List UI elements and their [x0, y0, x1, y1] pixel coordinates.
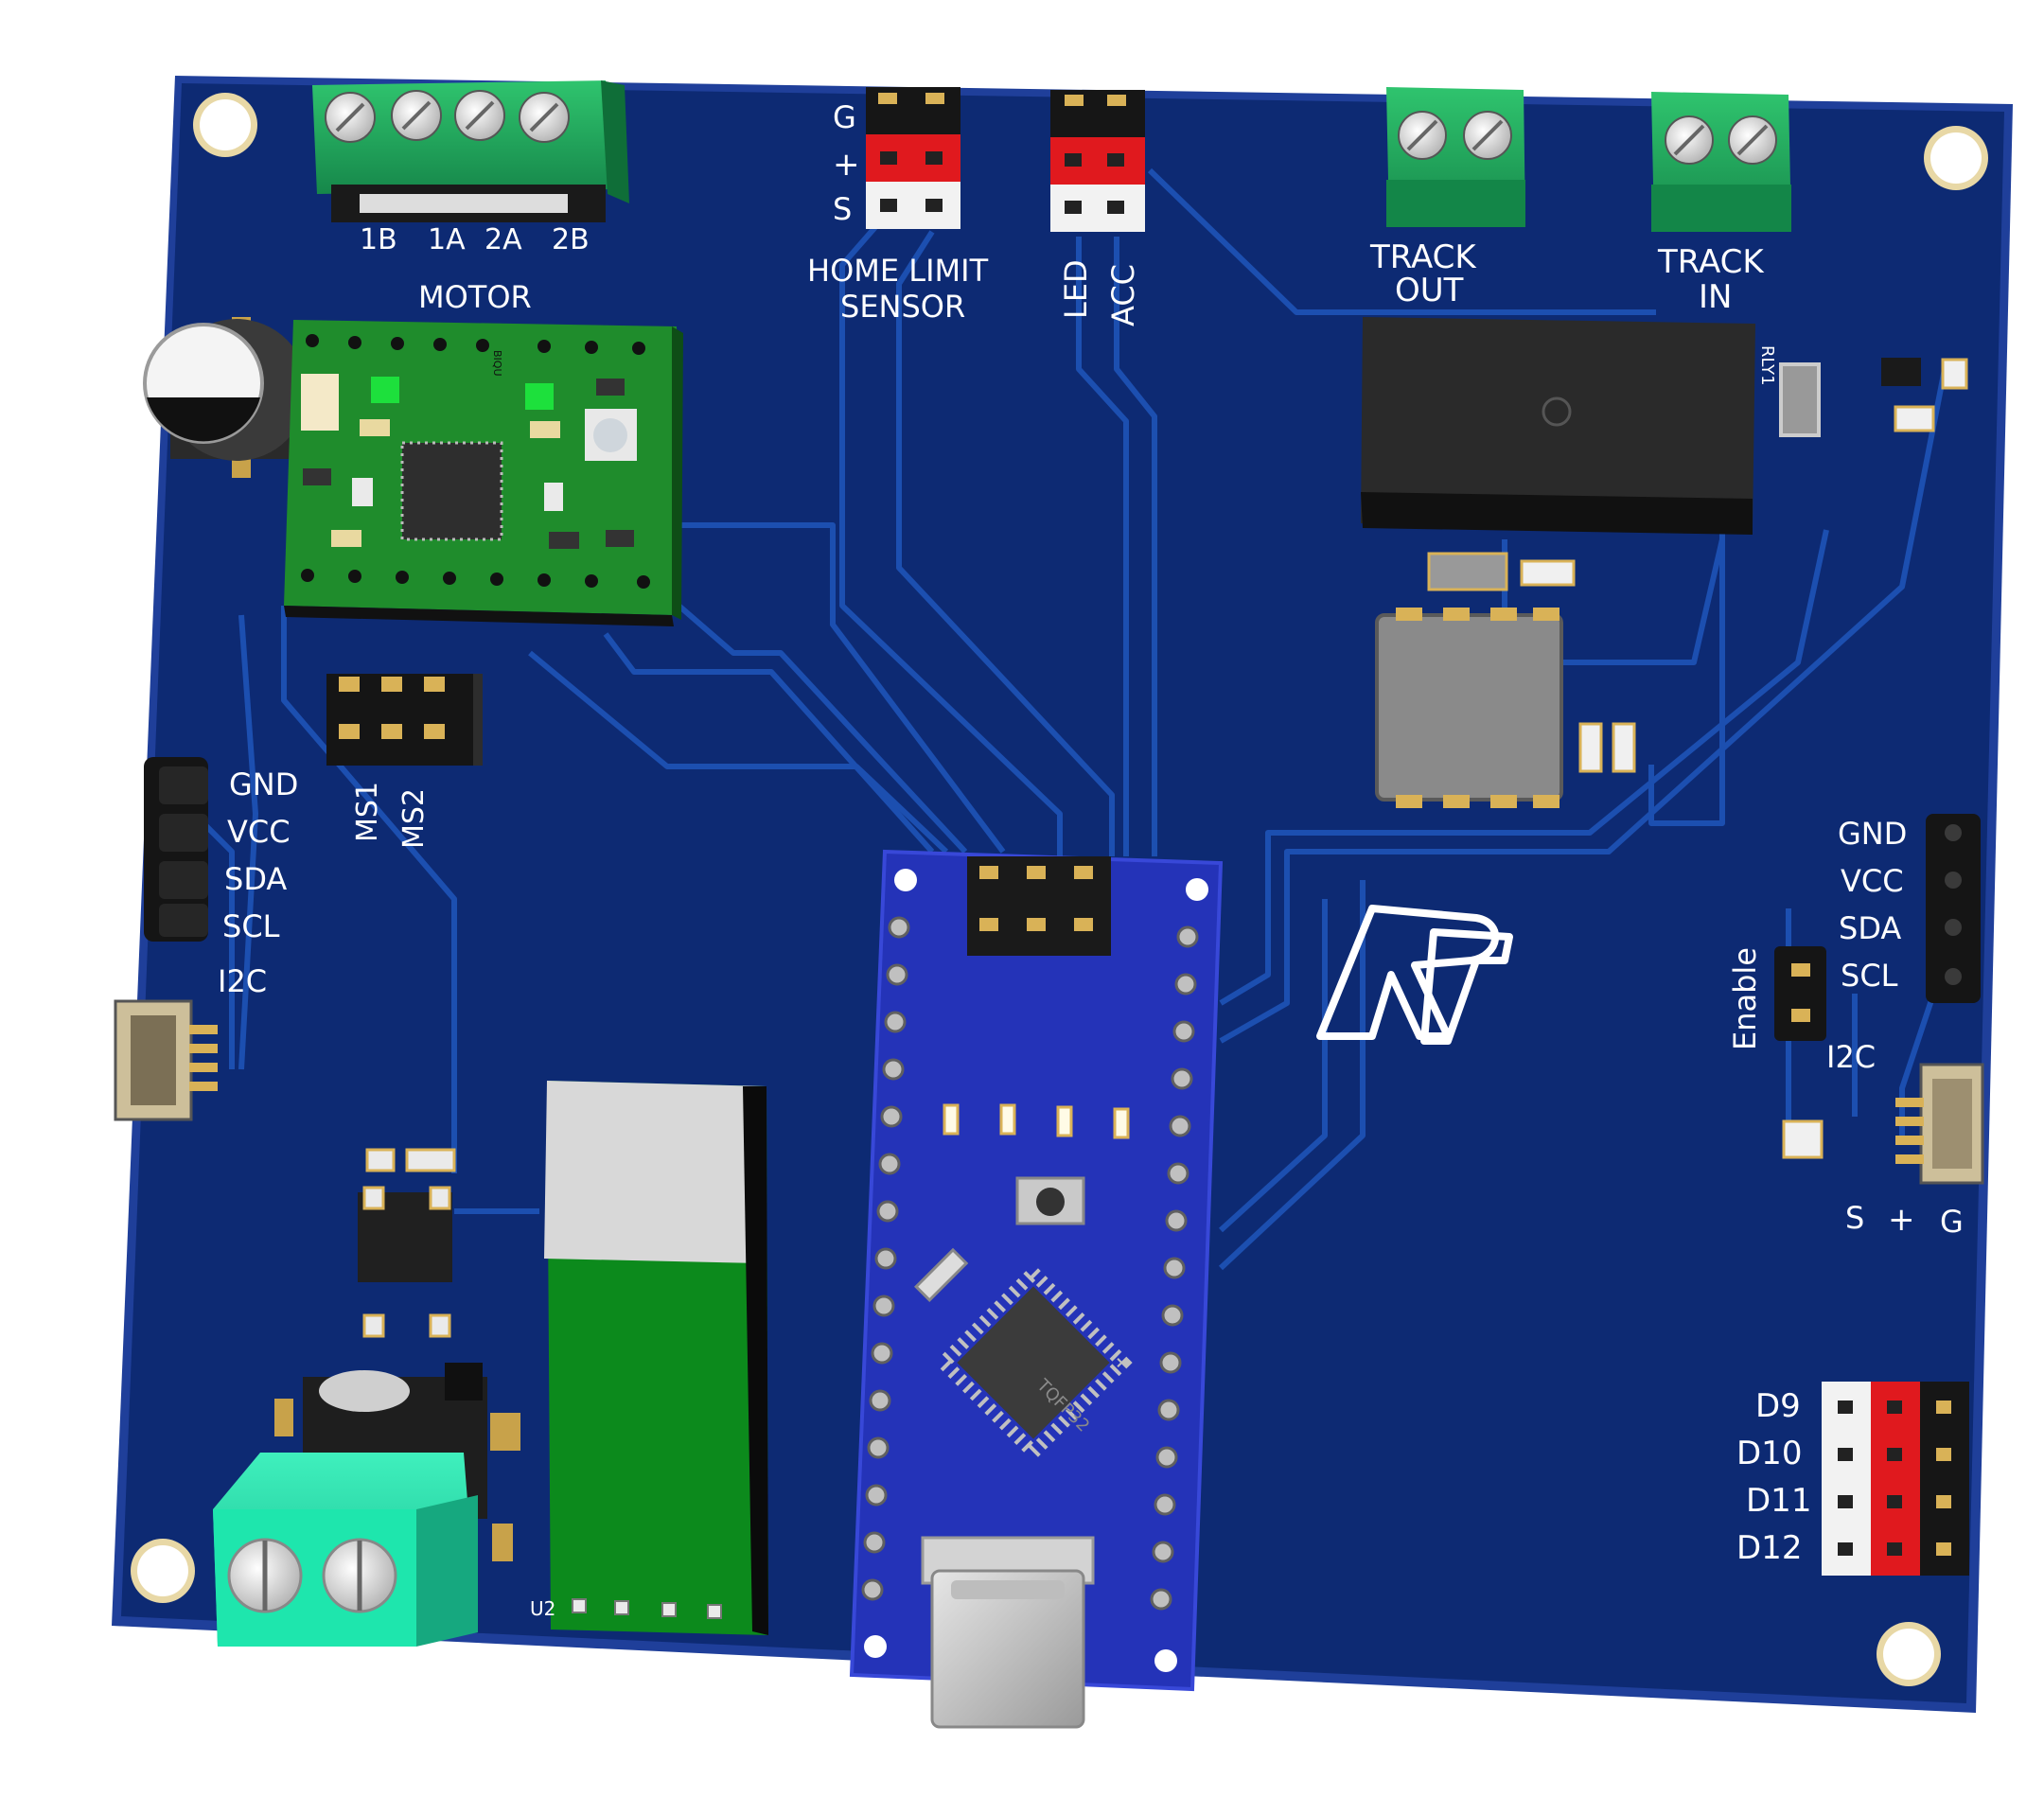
electrolytic-capacitor	[143, 317, 308, 478]
label-sensor-g: G	[833, 99, 856, 135]
label-d9: D9	[1755, 1387, 1801, 1425]
label-sensor-s: S	[833, 191, 852, 227]
led-acc-header[interactable]	[1050, 90, 1145, 232]
label-right-i2c: I2C	[1826, 1039, 1876, 1075]
motor-terminal-block[interactable]	[312, 80, 629, 222]
label-right-vcc: VCC	[1841, 863, 1904, 899]
label-sg-g: G	[1940, 1204, 1964, 1240]
relay-smd-parts	[1427, 358, 1968, 591]
ms-jumper-header[interactable]	[326, 674, 483, 766]
d-pin-header[interactable]	[1822, 1382, 1969, 1576]
sg-labels: S + G	[1845, 1200, 1964, 1240]
track-in-terminal[interactable]	[1651, 92, 1791, 232]
copper-traces	[201, 167, 1947, 1271]
label-ms2: MS2	[397, 788, 431, 849]
label-left-i2c: I2C	[218, 963, 267, 999]
label-sg-s: S	[1845, 1200, 1864, 1236]
left-i2c-labels: GND VCC SDA SCL I2C	[218, 766, 298, 999]
mounting-holes	[131, 93, 1988, 1686]
arduino-nano: TQFP32	[849, 849, 1224, 1692]
bridge-rectifier	[358, 1148, 456, 1338]
label-rly1: RLY1	[1757, 345, 1777, 386]
label-2b: 2B	[552, 223, 590, 256]
label-2a: 2A	[485, 223, 522, 256]
label-right-sda: SDA	[1839, 910, 1901, 946]
home-limit-header[interactable]	[866, 87, 960, 229]
label-motor: MOTOR	[418, 279, 532, 315]
label-track-in-1: TRACK	[1657, 243, 1765, 281]
track-out-terminal[interactable]	[1386, 87, 1525, 227]
label-sg-plus: +	[1888, 1201, 1915, 1239]
label-sensor-plus: +	[833, 146, 860, 184]
label-left-sda: SDA	[224, 861, 287, 897]
d-pin-labels: D9 D10 D11 D12	[1736, 1387, 1811, 1567]
label-track-out-1: TRACK	[1369, 238, 1477, 276]
right-i2c-labels: GND VCC SDA SCL I2C	[1826, 816, 1907, 1075]
label-sensor: SENSOR	[840, 289, 965, 325]
rt-logo	[1316, 905, 1513, 1045]
u2-module	[544, 1081, 768, 1635]
motor-pin-labels: 1B 1A 2A 2B MOTOR	[360, 223, 590, 315]
label-enable: Enable	[1727, 947, 1763, 1050]
left-i2c-header[interactable]	[144, 757, 208, 942]
usb-c-port[interactable]	[921, 1536, 1095, 1729]
driver-mark: BIQU	[491, 350, 503, 377]
power-terminal-block[interactable]	[213, 1453, 478, 1647]
label-1b: 1B	[360, 223, 397, 256]
label-d11: D11	[1746, 1482, 1811, 1520]
enable-jumper-header[interactable]	[1774, 946, 1826, 1041]
label-left-vcc: VCC	[227, 814, 291, 850]
relay	[1361, 317, 1755, 535]
right-i2c-header[interactable]	[1926, 814, 1981, 1003]
track-labels: TRACK OUT TRACK IN	[1369, 238, 1765, 316]
right-jst-connector[interactable]	[1895, 1063, 1984, 1185]
label-left-scl: SCL	[222, 908, 280, 944]
label-track-in-2: IN	[1699, 278, 1732, 316]
label-d10: D10	[1736, 1435, 1802, 1472]
label-left-gnd: GND	[229, 766, 298, 802]
sensor-header-labels: G + S	[833, 99, 860, 227]
label-u2: U2	[530, 1597, 555, 1620]
label-track-out-2: OUT	[1395, 272, 1464, 309]
power-inductor-module	[1375, 608, 1636, 808]
label-right-gnd: GND	[1838, 816, 1907, 852]
right-smd-caps	[1782, 1119, 1824, 1159]
stepper-driver-module: BIQU	[284, 320, 683, 626]
label-home-limit: HOME LIMIT	[807, 253, 989, 289]
sensor-labels: HOME LIMIT SENSOR LED ACC	[807, 253, 1141, 326]
motor-screws	[325, 90, 570, 143]
label-right-scl: SCL	[1841, 958, 1898, 994]
left-jst-connector[interactable]	[114, 999, 218, 1121]
label-d12: D12	[1736, 1529, 1802, 1567]
label-1a: 1A	[428, 223, 466, 256]
label-acc: ACC	[1105, 264, 1141, 326]
label-ms1: MS1	[351, 782, 384, 842]
label-led: LED	[1058, 259, 1094, 319]
